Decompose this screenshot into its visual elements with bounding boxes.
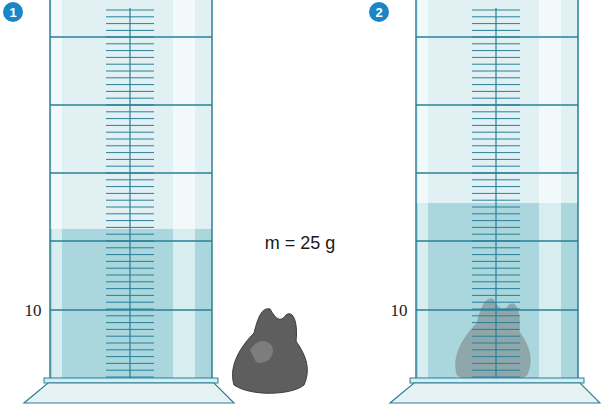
graduated-cylinder <box>390 0 600 403</box>
scale-value: 10 <box>391 302 408 319</box>
mass-label: m = 25 g <box>265 234 336 252</box>
cylinder-base <box>390 383 600 403</box>
stone <box>233 309 308 394</box>
cylinder-base <box>24 383 234 403</box>
graduated-cylinder <box>24 0 234 403</box>
callout-number: 2 <box>375 6 382 19</box>
callout-circle <box>369 2 389 22</box>
callout-number: 1 <box>9 6 16 19</box>
scale-value: 10 <box>25 302 42 319</box>
submerged-stone <box>456 299 531 384</box>
callout-circle <box>3 2 23 22</box>
